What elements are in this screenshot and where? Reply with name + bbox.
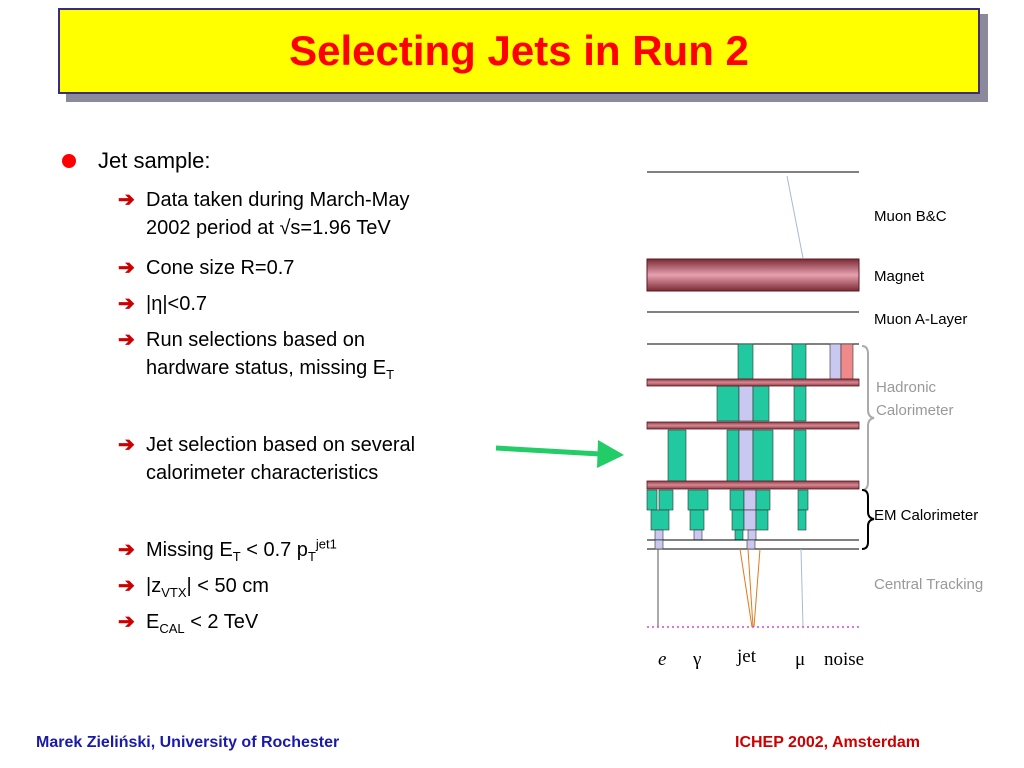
bullet-dot-icon (62, 154, 76, 168)
main-bullet: Jet sample: (62, 148, 211, 174)
particle-label-noise: noise (824, 649, 864, 670)
item-text: < 0.7 p (240, 539, 308, 561)
particle-label-photon: γ (692, 649, 701, 670)
label-central-tracking: Central Tracking (874, 576, 983, 593)
list-item-eta: ➔ |η|<0.7 (118, 290, 207, 318)
item-text: calorimeter characteristics (146, 462, 379, 484)
label-em-calorimeter: EM Calorimeter (874, 507, 978, 524)
arrow-icon: ➔ (118, 329, 135, 351)
em-brace-icon (861, 489, 875, 550)
em-cell (654, 539, 664, 550)
bullet-text: Jet sample: (98, 148, 211, 173)
subscript: T (232, 549, 241, 564)
label-hadronic-2: Calorimeter (876, 402, 954, 419)
arrow-icon: ➔ (118, 575, 135, 597)
label-muon-bc: Muon B&C (874, 208, 947, 225)
superscript: jet1 (315, 536, 337, 552)
item-text: Data taken during March-May (146, 189, 410, 211)
list-item-data-taken: ➔ Data taken during March-May 2002 period… (118, 186, 409, 242)
arrow-icon: ➔ (118, 611, 135, 633)
muon-track (786, 175, 804, 259)
em-towers (646, 489, 809, 541)
item-text: |z (146, 575, 162, 597)
item-text: < 2 TeV (184, 611, 259, 633)
item-text: Missing E (146, 539, 233, 561)
arrow-icon: ➔ (118, 189, 135, 211)
item-text: |η|<0.7 (146, 293, 207, 315)
item-text: Jet selection based on several (146, 434, 416, 456)
item-text: E (146, 611, 160, 633)
item-text: | < 50 cm (186, 575, 269, 597)
arrow-icon: ➔ (118, 539, 135, 561)
list-item-ecal: ➔ ECAL < 2 TeV (118, 608, 258, 636)
footer-author: Marek Zieliński, University of Rochester (36, 734, 340, 751)
subscript: T (386, 367, 395, 382)
particle-label-jet: jet (736, 646, 757, 667)
arrow-icon: ➔ (118, 293, 135, 315)
subscript: T (307, 549, 316, 564)
hadronic-plate-3 (646, 480, 860, 490)
subscript: CAL (159, 621, 185, 636)
detector-diagram: Muon B&C Magnet Muon A-Layer Hadronic Ca… (495, 171, 983, 670)
hadronic-plate-1 (646, 378, 860, 387)
hadronic-plate-2 (646, 421, 860, 430)
title-box: Selecting Jets in Run 2 (58, 8, 980, 94)
muon-track-inner (800, 548, 804, 628)
list-item-run-selection: ➔ Run selections based on hardware status… (118, 326, 394, 382)
label-magnet: Magnet (874, 268, 925, 285)
item-text: Run selections based on (146, 329, 366, 351)
arrow-icon: ➔ (118, 434, 135, 456)
hadronic-brace-icon (861, 345, 875, 491)
list-item-jet-selection: ➔ Jet selection based on several calorime… (118, 431, 415, 487)
list-item-zvtx: ➔ |zVTX| < 50 cm (118, 572, 269, 600)
item-text: 2002 period at √s=1.96 TeV (146, 217, 391, 239)
jet-tracks (739, 548, 761, 628)
list-item-missing-et: ➔ Missing ET < 0.7 pTjet1 (118, 536, 337, 564)
label-hadronic-1: Hadronic (876, 379, 937, 396)
particle-label-electron: e (658, 649, 666, 670)
slide-title: Selecting Jets in Run 2 (289, 27, 749, 74)
arrow-icon: ➔ (118, 257, 135, 279)
particle-label-muon: μ (795, 649, 805, 670)
item-text: Cone size R=0.7 (146, 257, 295, 279)
em-cell (746, 539, 756, 550)
footer-conference: ICHEP 2002, Amsterdam (735, 734, 920, 751)
hadronic-towers (667, 343, 854, 489)
pointer-arrow-icon (495, 440, 624, 468)
magnet-block (646, 258, 860, 292)
list-item-cone: ➔ Cone size R=0.7 (118, 254, 294, 282)
label-muon-a: Muon A-Layer (874, 311, 967, 328)
item-text: hardware status, missing E (146, 357, 387, 379)
subscript: VTX (161, 585, 187, 600)
